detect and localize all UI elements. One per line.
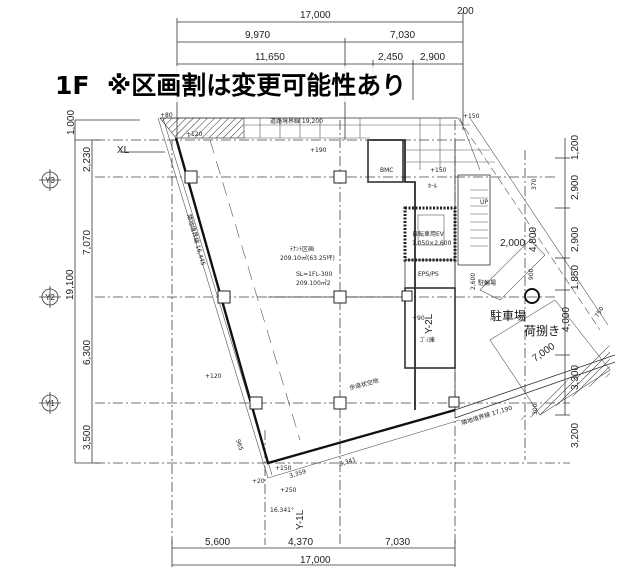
sl-area: 209.100㎡2: [296, 279, 331, 287]
road-boundary-label: 道路境界線 19,200: [270, 117, 323, 125]
dim-right-2: 2,900: [570, 175, 581, 200]
level-plus150-bottom: +150: [275, 465, 292, 472]
annotations: 道路境界線 19,200 +80 +120 +150 +150 +150 +19…: [160, 112, 606, 514]
floor-label: 1F: [55, 71, 90, 100]
eps-label: EPS/PS: [418, 271, 439, 278]
dim-right-1: 1,200: [570, 135, 581, 160]
dim-left-2: 2,230: [82, 147, 93, 172]
dim-4000: 4,000: [561, 307, 572, 332]
svg-text:Y2: Y2: [45, 293, 55, 302]
dim-bottom-2: 4,370: [288, 537, 313, 548]
dim-7000: 7,000: [530, 341, 557, 365]
dim-top-row3-c: 2,900: [420, 52, 445, 63]
dim-965: 965: [234, 438, 244, 451]
grid-bubble-y1: Y1: [39, 392, 61, 414]
level-plus150-hall: +150: [430, 167, 447, 174]
title-note: ※区画割は変更可能性あり: [106, 71, 407, 100]
dim-left-total: 19,100: [65, 269, 76, 300]
garbage-mark: Y-2L: [424, 313, 435, 334]
ev-label: 自転車用EV: [412, 230, 445, 238]
dim-right-5: 3,300: [570, 365, 581, 390]
page-title: 1F ※区画割は変更可能性あり: [55, 66, 407, 102]
level-plus120-left: +120: [205, 373, 222, 380]
building-outline: [157, 117, 616, 479]
svg-text:Y3: Y3: [45, 176, 55, 185]
stair-up: UP: [480, 199, 488, 206]
dim-top-extra: 200: [457, 6, 474, 17]
level-plus90: +90: [412, 315, 425, 322]
dim-750: 750: [594, 305, 606, 319]
garbage-label: ｺﾞﾐ庫: [420, 336, 435, 344]
svg-text:Y1: Y1: [45, 399, 55, 408]
grid-lines: [95, 120, 570, 545]
loading-label: 荷捌き: [524, 323, 560, 338]
dim-right-3: 2,900: [570, 227, 581, 252]
dim-bottom-1: 5,600: [205, 537, 230, 548]
dim-top-row3-b: 2,450: [378, 52, 403, 63]
dim-2000: 2,000: [500, 238, 525, 249]
grid-bubble-y2: Y2: [39, 286, 61, 308]
dim-top-row2-b: 7,030: [390, 30, 415, 41]
bottom-dimensions: 5,600 4,370 7,030 17,000: [171, 537, 456, 567]
ev-size: 1,050×2,600: [412, 240, 452, 247]
axis-label-xl: XL: [117, 145, 130, 156]
level-plus120: +120: [186, 131, 203, 138]
dim-2600: 2,600: [470, 273, 477, 290]
dim-bottom-total: 17,000: [300, 555, 331, 566]
level-plus80: +80: [160, 112, 173, 119]
toilet-label: BMC: [380, 167, 393, 174]
dim-left-1: 1,000: [66, 110, 77, 135]
tenant-label: ﾃﾅﾝﾄ区画: [290, 246, 314, 253]
room-labels: ﾃﾅﾝﾄ区画 209.10㎡(63.25坪) SL=1FL-300 209.10…: [280, 167, 560, 530]
dim-3341: 3,341: [339, 456, 358, 468]
dim-left-3: 7,070: [82, 230, 93, 255]
left-dimensions: 19,100 1,000 2,230 7,070 6,300 3,500 XL: [65, 110, 165, 464]
dim-370: 370: [531, 178, 538, 190]
dim-top-row2-a: 9,970: [245, 30, 270, 41]
right-dimensions: 1,200 2,900 2,900 1,850 3,300 3,200: [555, 135, 581, 448]
hall-label: ﾎｰﾙ: [428, 183, 437, 190]
dim-top-total: 17,000: [300, 10, 331, 21]
dim-right-4: 1,850: [570, 265, 581, 290]
tenant-area: 209.10㎡(63.25坪): [280, 254, 335, 262]
dim-900: 900: [528, 268, 535, 280]
pedestrian-label: 歩道状空地: [348, 376, 379, 391]
sl-label: SL=1FL-300: [296, 271, 332, 278]
level-plus20: +20: [252, 478, 265, 485]
level-plus250: +250: [280, 487, 297, 494]
dim-3359: 3,359: [289, 468, 308, 480]
dim-right-6: 3,200: [570, 423, 581, 448]
dim-300: 300: [532, 403, 539, 415]
grid-bubble-y3: Y3: [39, 169, 61, 191]
grid-bubbles: Y3 Y2 Y1: [39, 169, 61, 414]
y1-mark: Y-1L: [295, 509, 306, 530]
dim-top-row3-a: 11,650: [255, 52, 285, 63]
bike-label: 駐輪場: [478, 279, 496, 287]
level-plus150-top: +150: [463, 113, 480, 120]
parking-label: 駐車場: [490, 308, 526, 323]
angle-label: 16.341°: [270, 507, 294, 514]
level-plus190: +190: [310, 147, 327, 154]
dim-bottom-3: 7,030: [385, 537, 410, 548]
dim-4800: 4,800: [528, 227, 539, 252]
dim-left-5: 3,500: [82, 425, 93, 450]
dim-left-4: 6,300: [82, 340, 93, 365]
